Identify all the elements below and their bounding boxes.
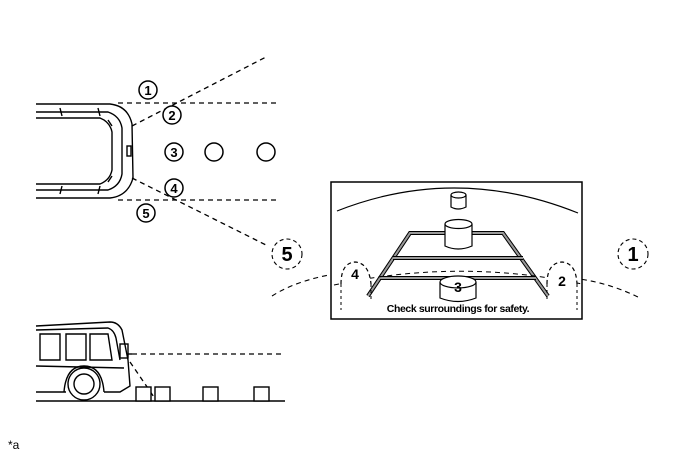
side-view-obstacles <box>135 386 270 402</box>
display-safety-message: Check surroundings for safety. <box>387 303 530 315</box>
top-marker-3: 3 <box>170 145 177 160</box>
outer-marker-1: 1 <box>627 244 638 266</box>
display-obstacles <box>439 191 477 303</box>
display-marker-4: 4 <box>351 266 359 282</box>
top-view-obstacles <box>204 142 276 162</box>
display-marker-2: 2 <box>558 273 566 289</box>
display-marker-3: 3 <box>454 279 462 295</box>
top-marker-5: 5 <box>142 206 149 221</box>
top-marker-1: 1 <box>144 83 151 98</box>
side-view-vehicle <box>35 321 132 401</box>
top-marker-2: 2 <box>168 108 175 123</box>
display-horizon-arc <box>336 187 579 214</box>
outer-marker-5: 5 <box>281 244 292 266</box>
view-connector-lines <box>271 271 641 299</box>
top-view-vehicle <box>36 103 134 199</box>
footnote-label: *a <box>8 438 20 452</box>
camera-display: 4 2 3 Check surroundings for safety. <box>330 181 583 320</box>
top-view-sensor-lines <box>118 56 278 247</box>
outer-zone-markers: 5 1 <box>271 238 649 270</box>
top-marker-4: 4 <box>170 181 178 196</box>
top-view-zone-markers: 1 2 3 4 5 <box>136 80 184 223</box>
display-zone-indicators: 4 2 3 <box>340 261 578 310</box>
